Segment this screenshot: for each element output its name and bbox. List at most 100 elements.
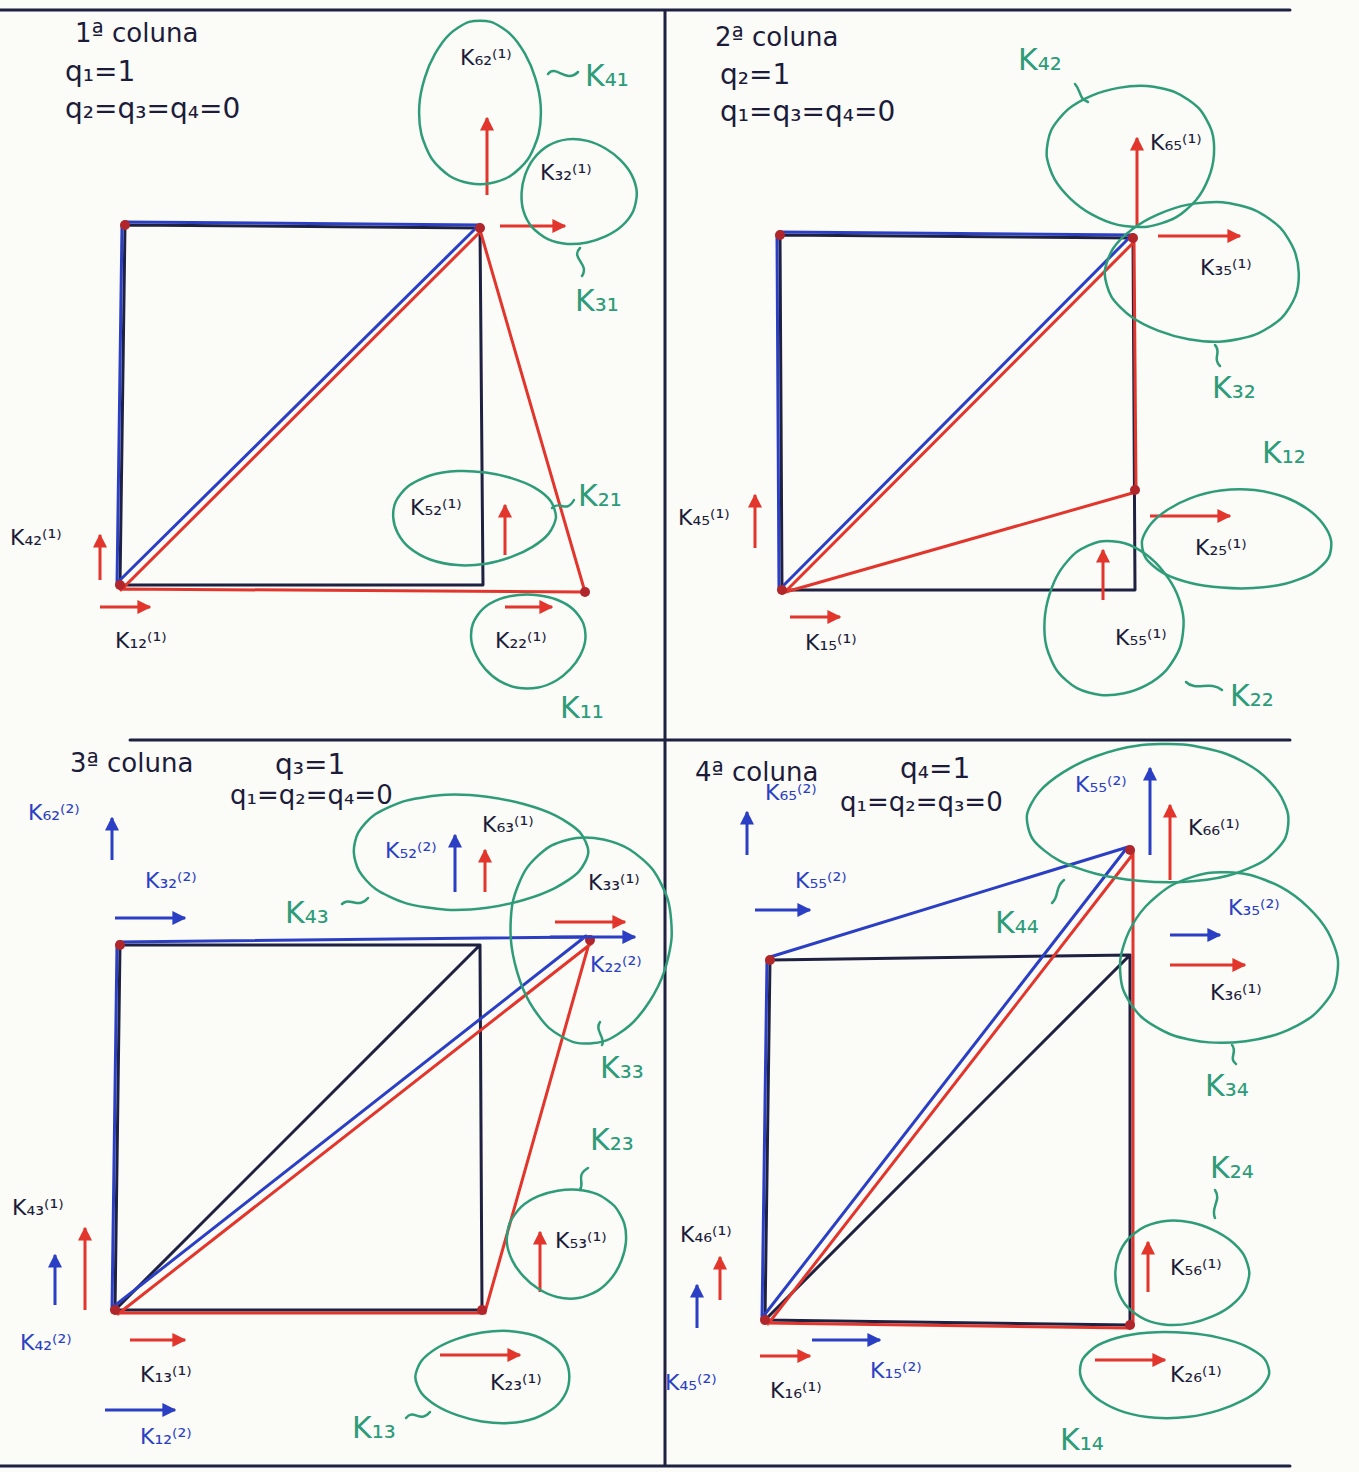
term-group: K₂₃⁽¹⁾K₁₃ bbox=[415, 1328, 575, 1426]
force-term-label: K₄₂⁽¹⁾ bbox=[10, 525, 62, 551]
term-group: K₅₆⁽¹⁾K₂₄ bbox=[1110, 1218, 1250, 1328]
matrix-entry-label: K₁₃ bbox=[352, 1410, 396, 1446]
element-two-deformed bbox=[117, 222, 480, 585]
undeformed-truss bbox=[120, 225, 483, 585]
force-arrow bbox=[505, 606, 552, 609]
force-arrow bbox=[484, 850, 487, 892]
force-arrow bbox=[1149, 768, 1152, 855]
force-term-label: K₁₂⁽²⁾ bbox=[140, 1424, 192, 1450]
group-outline bbox=[1047, 86, 1214, 227]
matrix-entry-label: K₄₂ bbox=[1018, 42, 1062, 78]
matrix-entry-label: K₃₂ bbox=[1212, 370, 1256, 406]
group-outline bbox=[1027, 744, 1289, 882]
matrix-entry-label: K₄₁ bbox=[585, 58, 629, 94]
group-outline bbox=[511, 838, 672, 1044]
matrix-entry-label: K₃₁ bbox=[575, 283, 619, 319]
stiffness-term: K₆₃⁽¹⁾ bbox=[482, 812, 534, 838]
force-arrow bbox=[754, 495, 757, 548]
joint bbox=[1128, 233, 1138, 243]
group-outline bbox=[1115, 1221, 1249, 1325]
term-group: K₆₂⁽¹⁾K₄₁ bbox=[420, 25, 540, 185]
leader-squiggle bbox=[342, 898, 368, 904]
column-heading: 3ª coluna bbox=[70, 748, 193, 779]
matrix-entry-label: K₁₄ bbox=[1060, 1422, 1104, 1458]
force-arrow bbox=[440, 1354, 520, 1357]
stiffness-term: K₆₆⁽¹⁾ bbox=[1188, 815, 1240, 841]
force-term-label: K₅₅⁽²⁾ bbox=[795, 868, 847, 894]
term-group: K₃₅⁽¹⁾K₃₂ bbox=[1105, 200, 1305, 345]
force-term-label: K₆₂⁽²⁾ bbox=[28, 800, 80, 826]
force-arrow bbox=[1158, 235, 1240, 238]
force-arrow bbox=[790, 616, 840, 619]
joint bbox=[775, 230, 785, 240]
stiffness-term: K₃₅⁽¹⁾ bbox=[1200, 255, 1252, 281]
joint bbox=[115, 940, 125, 950]
stiffness-term: K₅₅⁽¹⁾ bbox=[1115, 625, 1167, 651]
element-one-deformed bbox=[782, 240, 1136, 593]
joint bbox=[115, 580, 125, 590]
column-heading: 1ª coluna bbox=[75, 18, 198, 49]
stiffness-term: K₅₅⁽²⁾ bbox=[1075, 772, 1127, 798]
stiffness-term: K₂₂⁽²⁾ bbox=[590, 952, 642, 978]
joint bbox=[475, 223, 485, 233]
force-arrow bbox=[719, 1257, 722, 1300]
group-outline bbox=[1142, 490, 1331, 589]
term-group: K₃₃⁽¹⁾K₂₂⁽²⁾K₃₃ bbox=[525, 855, 655, 1020]
column-heading: 2ª coluna bbox=[715, 22, 838, 53]
displacement-condition: q₁=1 bbox=[65, 55, 135, 89]
displacement-condition: q₁=q₂=q₃=0 bbox=[840, 787, 1003, 818]
stiffness-term: K₂₂⁽¹⁾ bbox=[495, 628, 547, 654]
force-term-label: K₄₃⁽¹⁾ bbox=[12, 1195, 64, 1221]
force-term-label: K₃₂⁽²⁾ bbox=[145, 868, 197, 894]
force-arrow bbox=[504, 505, 507, 555]
stiffness-term: K₂₃⁽¹⁾ bbox=[490, 1370, 542, 1396]
joint bbox=[1125, 1320, 1135, 1330]
term-group: K₅₃⁽¹⁾K₂₃ bbox=[505, 1185, 630, 1300]
force-arrow bbox=[1102, 550, 1105, 600]
force-term-label: K₁₆⁽¹⁾ bbox=[770, 1378, 822, 1404]
force-arrow bbox=[755, 909, 810, 912]
matrix-entry-label: K₁₂ bbox=[1262, 435, 1306, 471]
group-outline bbox=[507, 1190, 626, 1299]
matrix-entry-label: K₄₃ bbox=[285, 895, 329, 931]
force-arrow bbox=[54, 1255, 57, 1305]
leader-squiggle bbox=[580, 1168, 588, 1190]
term-group: K₂₅⁽¹⁾K₁₂ bbox=[1140, 488, 1335, 593]
leader-squiggle bbox=[406, 1412, 430, 1418]
leader-squiggle bbox=[548, 71, 578, 76]
joint bbox=[765, 955, 775, 965]
stiffness-term: K₆₂⁽¹⁾ bbox=[460, 45, 512, 71]
element-two-deformed bbox=[112, 936, 590, 1310]
green-outline bbox=[1040, 540, 1185, 700]
green-outline bbox=[1040, 750, 1280, 880]
stiffness-term: K₂₆⁽¹⁾ bbox=[1170, 1362, 1222, 1388]
force-term-label: K₁₅⁽¹⁾ bbox=[805, 630, 857, 656]
force-arrow bbox=[760, 1355, 810, 1358]
element-two-deformed bbox=[762, 847, 1128, 1320]
leader-squiggle bbox=[577, 248, 584, 276]
force-arrow bbox=[1170, 964, 1245, 967]
stiffness-term: K₂₅⁽¹⁾ bbox=[1195, 535, 1247, 561]
force-arrow bbox=[1136, 138, 1139, 228]
element-one-deformed bbox=[120, 230, 585, 592]
leader-squiggle bbox=[1214, 1190, 1218, 1218]
group-outline bbox=[419, 21, 541, 184]
force-arrow bbox=[100, 606, 150, 609]
force-arrow bbox=[550, 936, 635, 939]
term-group: K₆₃⁽¹⁾K₅₂⁽²⁾K₄₃ bbox=[372, 804, 562, 900]
force-term-label: K₆₅⁽²⁾ bbox=[765, 780, 817, 806]
force-arrow bbox=[115, 917, 185, 920]
matrix-entry-label: K₃₃ bbox=[600, 1050, 644, 1086]
green-outline bbox=[1120, 875, 1335, 1045]
matrix-entry-label: K₂₄ bbox=[1210, 1150, 1254, 1186]
stiffness-term: K₃₆⁽¹⁾ bbox=[1210, 980, 1262, 1006]
stiffness-term: K₆₅⁽¹⁾ bbox=[1150, 130, 1202, 156]
term-group: K₂₂⁽¹⁾K₁₁ bbox=[468, 590, 588, 690]
force-arrow bbox=[1095, 1359, 1165, 1362]
undeformed-truss bbox=[765, 955, 1130, 1325]
group-outline bbox=[1120, 872, 1338, 1042]
force-arrow bbox=[539, 1232, 542, 1292]
term-group: K₅₂⁽¹⁾K₂₁ bbox=[392, 470, 552, 565]
force-arrow bbox=[105, 1409, 175, 1412]
joint bbox=[120, 220, 130, 230]
